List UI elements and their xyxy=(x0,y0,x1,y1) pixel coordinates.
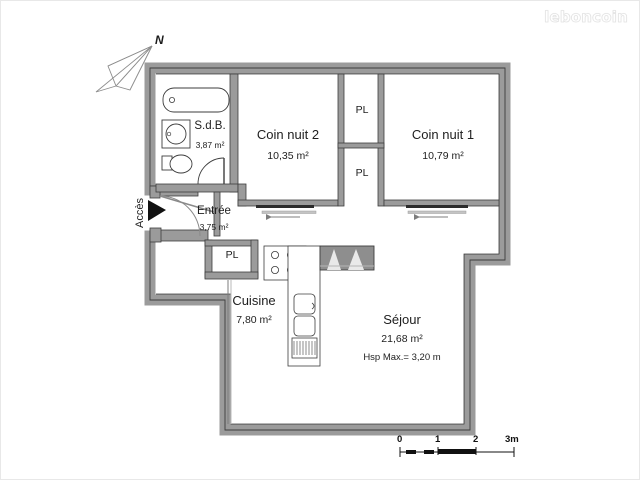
north-arrow-icon xyxy=(95,45,153,93)
room-area-entree: 3,75 m² xyxy=(199,222,229,232)
access-triangle-icon xyxy=(148,200,166,221)
room-area-sdb: 3,87 m² xyxy=(195,140,225,150)
washbasin-icon xyxy=(161,119,191,149)
access-label: Accès xyxy=(134,198,146,228)
door-entree-icon xyxy=(159,195,215,237)
stairs-icon xyxy=(319,245,375,271)
scale-bar xyxy=(399,447,515,457)
room-label-coin-nuit-1: Coin nuit 1 xyxy=(411,127,475,142)
room-label-cuisine: Cuisine xyxy=(232,293,276,308)
leboncoin-watermark: leboncoin xyxy=(544,8,628,27)
kitchen-sink-icon xyxy=(291,293,318,359)
room-label-entree: Entrée xyxy=(197,205,231,217)
closet-label-pl-bottom: PL xyxy=(355,167,369,179)
door-sdb-icon xyxy=(197,157,225,185)
kitchen-fixtures xyxy=(263,245,375,367)
north-label: N xyxy=(155,33,164,47)
room-area-cuisine: 7,80 m² xyxy=(236,314,272,326)
room-label-sdb: S.d.B. xyxy=(194,120,226,132)
room-label-coin-nuit-2: Coin nuit 2 xyxy=(256,127,320,142)
room-area-coin-nuit-2: 10,35 m² xyxy=(267,150,309,162)
window-nuit2-icon xyxy=(256,205,317,220)
scale-tick-3: 3m xyxy=(505,434,519,445)
scale-tick-2: 2 xyxy=(473,434,479,445)
room-label-sejour: Séjour xyxy=(383,312,421,327)
closet-label-pl-kitchen: PL xyxy=(225,249,239,261)
bathroom-fixtures xyxy=(161,87,230,174)
closet-label-pl-top: PL xyxy=(355,104,369,116)
window-nuit1-icon xyxy=(406,205,468,220)
kitchen-sejour-divider xyxy=(227,280,232,424)
scale-tick-0: 0 xyxy=(397,434,403,445)
room-area-coin-nuit-1: 10,79 m² xyxy=(422,150,464,162)
room-extra-sejour: Hsp Max.= 3,20 m xyxy=(363,352,441,363)
scale-tick-1: 1 xyxy=(435,434,441,445)
bathtub-icon xyxy=(162,87,230,113)
room-area-sejour: 21,68 m² xyxy=(381,333,423,345)
